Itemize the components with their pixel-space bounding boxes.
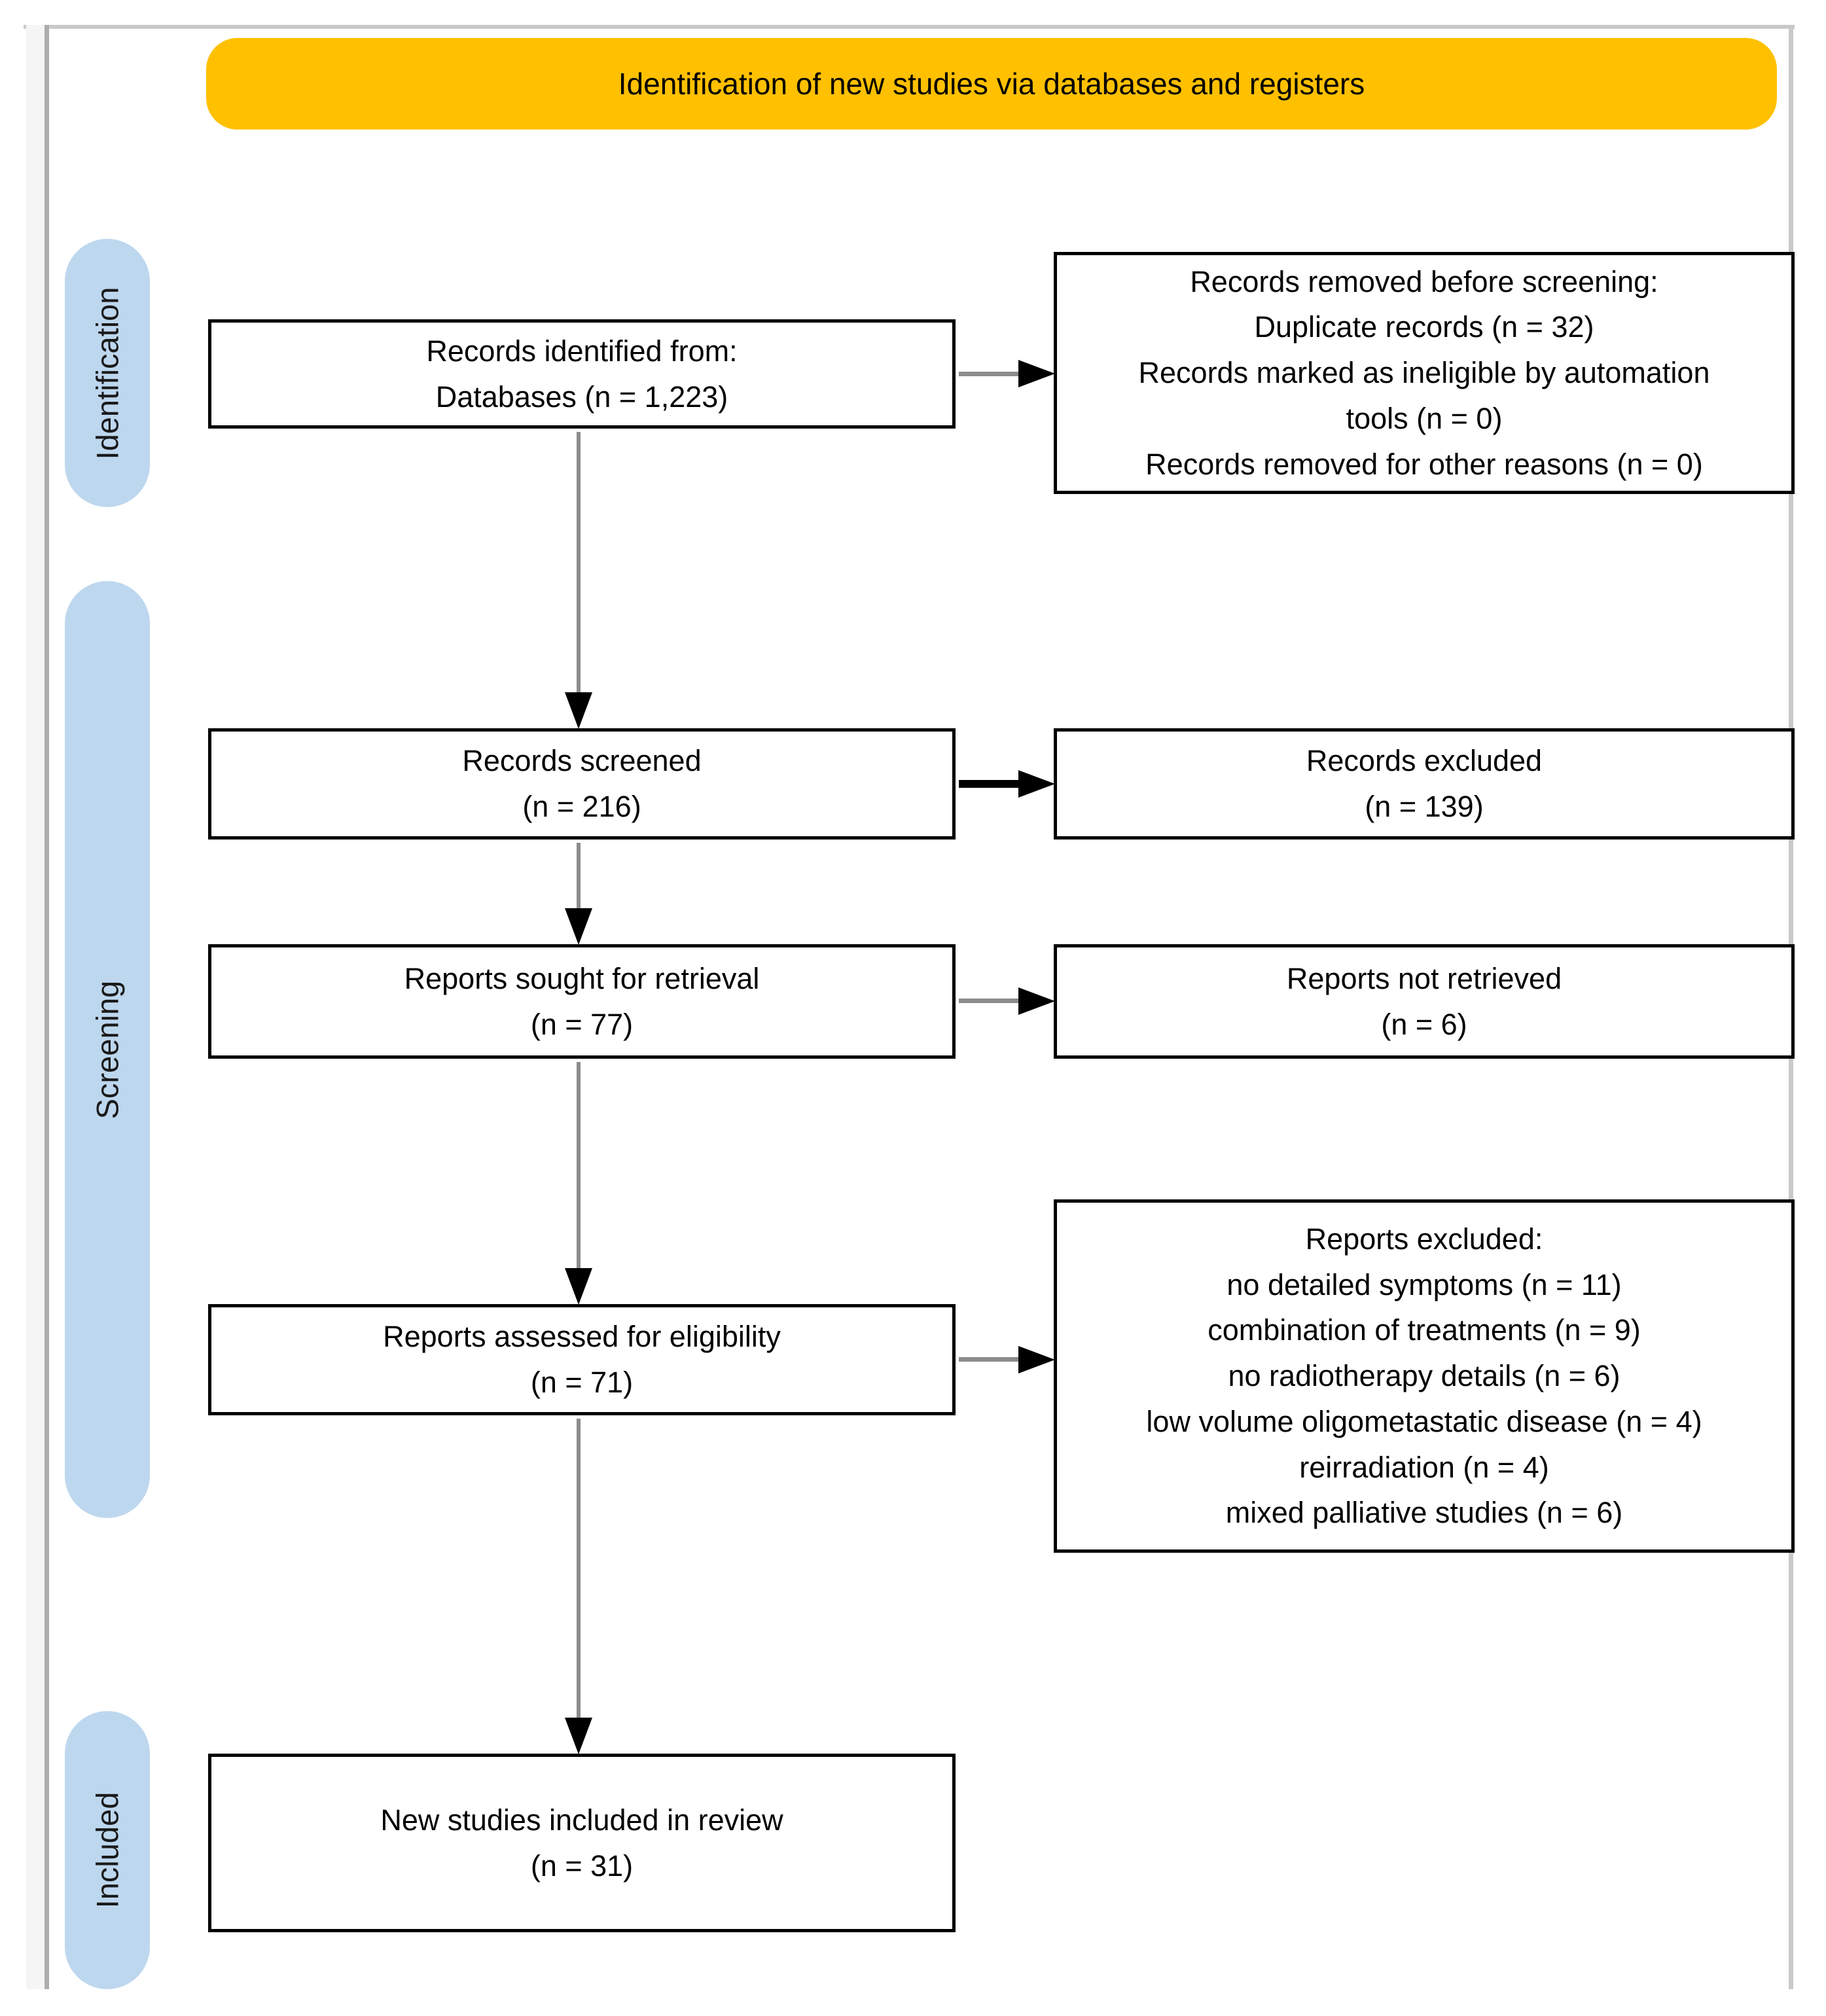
arrow-line (959, 780, 1021, 788)
arrow-line (959, 372, 1021, 376)
box-reports-not-retrieved: Reports not retrieved(n = 6) (1054, 944, 1795, 1059)
arrow-line (577, 1419, 581, 1719)
box-records-screened: Records screened(n = 216) (208, 728, 956, 840)
frame-top-line (24, 25, 1795, 29)
arrow-line (959, 999, 1021, 1003)
frame-left-line (45, 25, 49, 1989)
box-reports-not-retrieved-text: Reports not retrieved(n = 6) (1286, 961, 1562, 1041)
stage-label-screening: Screening (90, 980, 125, 1119)
stage-label-identification: Identification (90, 287, 125, 459)
stage-label-included: Included (90, 1792, 125, 1909)
box-new-studies-included: New studies included in review(n = 31) (208, 1754, 956, 1932)
stage-pill-included: Included (65, 1711, 150, 1989)
title-banner: Identification of new studies via databa… (206, 38, 1777, 130)
frame-left-strip (26, 25, 45, 1989)
arrow-head-down-icon (565, 1268, 592, 1305)
arrow-line (577, 843, 581, 910)
box-records-excluded: Records excluded(n = 139) (1054, 728, 1795, 840)
arrow-head-right-icon (1018, 1346, 1055, 1373)
stage-pill-screening: Screening (65, 581, 150, 1518)
arrow-line (577, 432, 581, 694)
arrow-head-down-icon (565, 908, 592, 945)
box-reports-excluded: Reports excluded:no detailed symptoms (n… (1054, 1199, 1795, 1553)
box-records-removed-text: Records removed before screening:Duplica… (1138, 264, 1710, 481)
arrow-line (959, 1357, 1021, 1362)
box-new-studies-included-text: New studies included in review(n = 31) (380, 1803, 783, 1883)
box-records-identified: Records identified from:Databases (n = 1… (208, 319, 956, 429)
box-records-identified-text: Records identified from:Databases (n = 1… (426, 334, 738, 414)
box-records-excluded-text: Records excluded(n = 139) (1306, 744, 1543, 823)
arrow-head-right-icon (1018, 360, 1055, 387)
box-reports-sought: Reports sought for retrieval(n = 77) (208, 944, 956, 1059)
arrow-head-down-icon (565, 692, 592, 729)
arrow-head-right-icon (1018, 770, 1055, 798)
box-reports-assessed: Reports assessed for eligibility(n = 71) (208, 1304, 956, 1415)
box-reports-assessed-text: Reports assessed for eligibility(n = 71) (383, 1320, 781, 1399)
arrow-line (577, 1062, 581, 1269)
arrow-head-right-icon (1018, 987, 1055, 1015)
arrow-head-down-icon (565, 1718, 592, 1754)
box-reports-sought-text: Reports sought for retrieval(n = 77) (404, 961, 760, 1041)
title-banner-label: Identification of new studies via databa… (618, 67, 1365, 101)
box-records-screened-text: Records screened(n = 216) (462, 744, 702, 823)
stage-pill-identification: Identification (65, 239, 150, 507)
box-records-removed: Records removed before screening:Duplica… (1054, 252, 1795, 494)
box-reports-excluded-text: Reports excluded:no detailed symptoms (n… (1146, 1222, 1702, 1530)
